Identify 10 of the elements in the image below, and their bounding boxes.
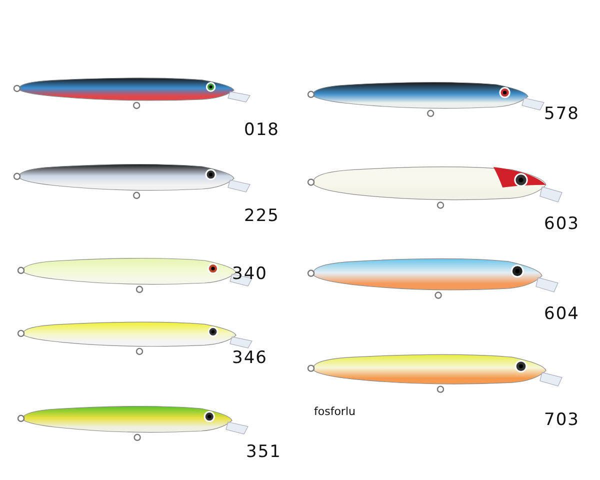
color-code-label: 703	[544, 412, 580, 429]
color-code-label: 351	[246, 444, 282, 461]
color-code-label: 225	[244, 208, 280, 225]
color-code-label: 018	[244, 122, 280, 139]
color-code-label: 578	[544, 106, 580, 123]
color-code-label: 604	[544, 306, 580, 323]
color-code-label: 340	[232, 266, 268, 283]
color-code-label: 603	[544, 216, 580, 233]
variant-note: fosforlu	[314, 406, 356, 417]
color-code-label: 346	[232, 350, 268, 367]
